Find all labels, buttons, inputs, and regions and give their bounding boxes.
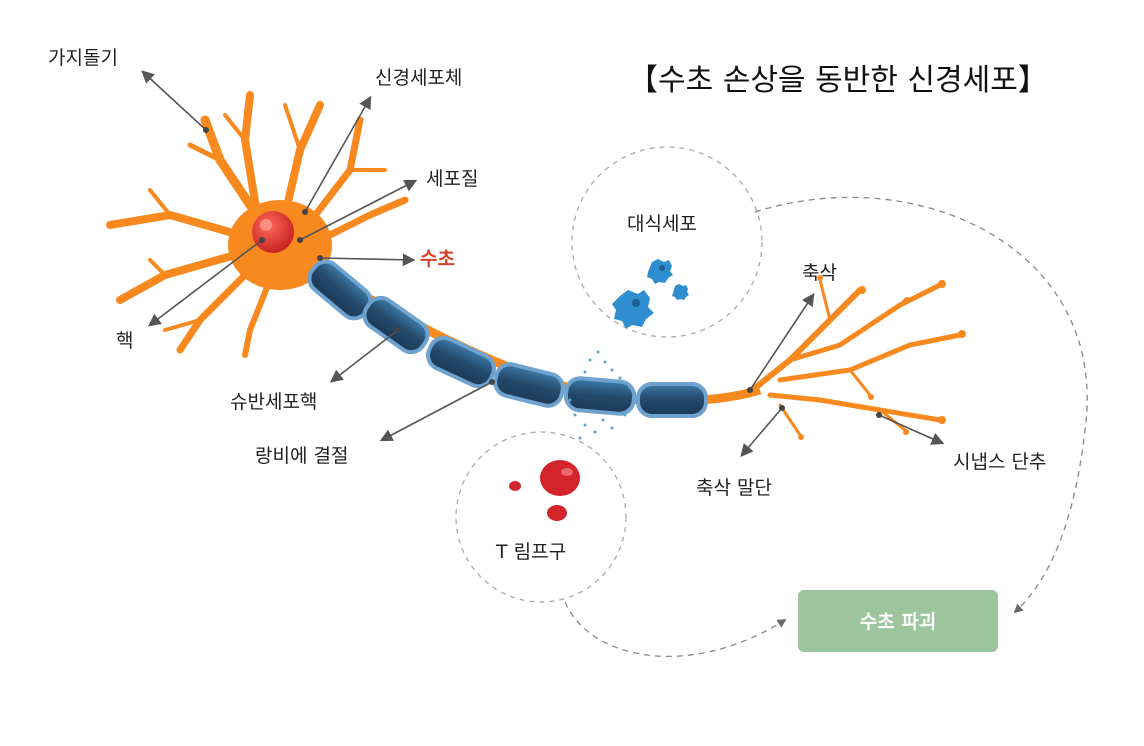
label-axon: 축삭 bbox=[802, 262, 837, 284]
lymphocyte-flow-arrow bbox=[564, 601, 787, 658]
label-nucleus: 핵 bbox=[116, 330, 133, 352]
diagram-title: 【수초 손상을 동반한 신경세포】 bbox=[628, 63, 1048, 98]
lymphocyte-circle bbox=[455, 431, 627, 603]
myelin-destruction-label: 수초 파괴 bbox=[860, 611, 937, 633]
label-synaptic-terminal: 시냅스 단추 bbox=[953, 451, 1046, 473]
myelin-destruction-box: 수초 파괴 bbox=[798, 590, 998, 652]
myelin-segments bbox=[307, 259, 708, 418]
label-schwann-nucleus: 슈반세포핵 bbox=[230, 391, 317, 413]
label-cell-body: 신경세포체 bbox=[375, 67, 462, 89]
myelin-damage-particles bbox=[568, 350, 632, 440]
axon-terminal-branches bbox=[747, 278, 963, 437]
label-myelin: 수초 bbox=[420, 248, 455, 270]
dendrites bbox=[106, 91, 409, 358]
label-arrows bbox=[141, 70, 945, 457]
synaptic-knobs bbox=[798, 275, 966, 440]
label-t-lymphocyte: T 림프구 bbox=[495, 541, 566, 563]
label-cytoplasm: 세포질 bbox=[426, 168, 478, 190]
macrophage-flow-arrow bbox=[754, 196, 1088, 614]
t-lymphocyte-cells bbox=[509, 460, 580, 521]
label-dots bbox=[203, 127, 882, 418]
label-dendrite: 가지돌기 bbox=[48, 47, 118, 69]
label-macrophage: 대식세포 bbox=[627, 213, 697, 235]
macrophage-circle bbox=[571, 146, 763, 338]
macrophage-cells bbox=[612, 259, 689, 329]
label-ranvier-node: 랑비에 결절 bbox=[255, 445, 348, 467]
nucleus bbox=[252, 211, 294, 253]
label-axon-terminal: 축삭 말단 bbox=[696, 477, 772, 499]
